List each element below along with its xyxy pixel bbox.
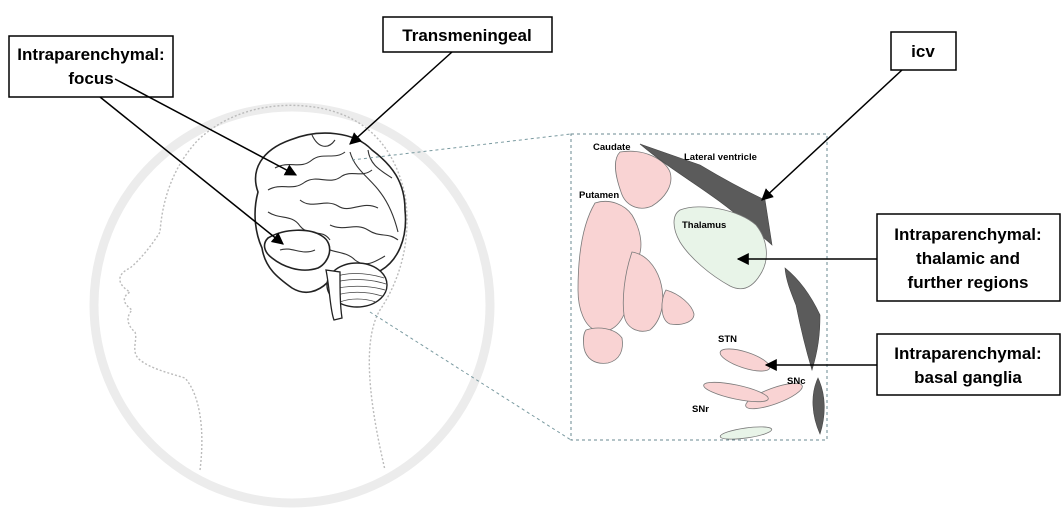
icv-text: icv — [911, 42, 935, 61]
transmeningeal-text: Transmeningeal — [402, 26, 531, 45]
brain-illustration — [255, 133, 405, 320]
basal-line1: Intraparenchymal: — [894, 344, 1041, 363]
focus-line2: focus — [68, 69, 113, 88]
putamen-segment-4 — [583, 328, 622, 363]
cerebrum-outline — [255, 133, 405, 292]
label-box-thalamic: Intraparenchymal: thalamic and further r… — [877, 214, 1060, 301]
basal-line2: basal ganglia — [914, 368, 1022, 387]
label-thalamus: Thalamus — [682, 220, 726, 231]
focus-line1: Intraparenchymal: — [17, 45, 164, 64]
zoom-line-top — [352, 134, 571, 160]
label-box-icv: icv — [891, 32, 956, 70]
zoom-line-bottom — [370, 312, 571, 440]
brainstem — [326, 270, 342, 320]
label-snr: SNr — [692, 404, 709, 415]
label-box-basal: Intraparenchymal: basal ganglia — [877, 334, 1060, 395]
label-caudate: Caudate — [593, 142, 630, 153]
label-box-transmeningeal: Transmeningeal — [383, 17, 552, 52]
thalamic-line3: further regions — [908, 273, 1029, 292]
label-box-focus: Intraparenchymal: focus — [9, 36, 173, 97]
label-stn: STN — [718, 334, 737, 345]
thalamic-line1: Intraparenchymal: — [894, 225, 1041, 244]
thalamic-line2: thalamic and — [916, 249, 1020, 268]
arrow-focus-1 — [115, 79, 296, 175]
label-putamen: Putamen — [579, 190, 619, 201]
arrow-transmeningeal — [350, 52, 452, 144]
label-lateral-ventricle: Lateral ventricle — [684, 152, 757, 163]
label-snc: SNc — [787, 376, 805, 387]
